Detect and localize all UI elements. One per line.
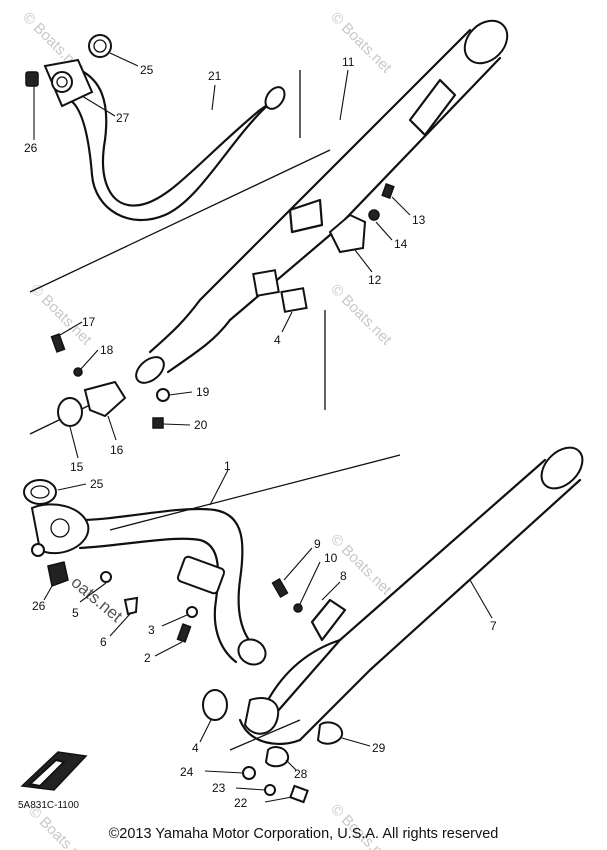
callout-13: 13 xyxy=(412,213,426,227)
callout-23: 23 xyxy=(212,781,226,795)
callout-16: 16 xyxy=(110,443,124,457)
callout-6: 6 xyxy=(100,635,107,649)
section-lines xyxy=(29,70,401,751)
callout-9: 9 xyxy=(314,537,321,551)
callouts: 25 21 11 27 26 13 14 12 4 17 18 19 20 16… xyxy=(24,55,497,810)
callout-29: 29 xyxy=(372,741,386,755)
callout-5: 5 xyxy=(72,606,79,620)
upper-small-parts xyxy=(50,183,395,429)
callout-4: 4 xyxy=(192,741,199,755)
callout-25: 25 xyxy=(90,477,104,491)
callout-28: 28 xyxy=(294,767,308,781)
callout-25: 25 xyxy=(140,63,154,77)
callout-17: 17 xyxy=(82,315,96,329)
copyright-notice: ©2013 Yamaha Motor Corporation, U.S.A. A… xyxy=(108,826,499,842)
diagram-code: 5A831C-1100 xyxy=(18,800,79,811)
callout-27: 27 xyxy=(116,111,130,125)
callout-19: 19 xyxy=(196,385,210,399)
callout-14: 14 xyxy=(394,237,408,251)
callout-24: 24 xyxy=(180,765,194,779)
upper-muffler xyxy=(135,19,509,384)
callout-11: 11 xyxy=(342,55,355,69)
callout-8: 8 xyxy=(340,569,347,583)
watermark: © Boats.net xyxy=(327,531,395,599)
callout-7: 7 xyxy=(490,619,497,633)
callout-22: 22 xyxy=(234,796,248,810)
lower-front-exhaust-pipe xyxy=(23,479,267,666)
callout-2: 2 xyxy=(144,651,151,665)
callout-15: 15 xyxy=(70,460,84,474)
callout-18: 18 xyxy=(100,343,114,357)
callout-1: 1 xyxy=(224,459,231,473)
callout-26: 26 xyxy=(32,599,46,613)
upper-front-exhaust-pipe xyxy=(25,34,286,221)
callout-21: 21 xyxy=(208,69,222,83)
watermark: © Boats.net xyxy=(327,281,395,349)
leader-lines xyxy=(33,52,493,803)
callout-10: 10 xyxy=(324,551,338,565)
callout-26: 26 xyxy=(24,141,38,155)
callout-3: 3 xyxy=(148,623,155,637)
lower-small-parts xyxy=(123,578,344,804)
front-arrow-icon xyxy=(20,751,88,791)
lower-muffler xyxy=(238,446,584,746)
watermark: © Boats.net xyxy=(327,9,395,77)
callout-12: 12 xyxy=(368,273,382,287)
callout-4: 4 xyxy=(274,333,281,347)
callout-20: 20 xyxy=(194,418,208,432)
